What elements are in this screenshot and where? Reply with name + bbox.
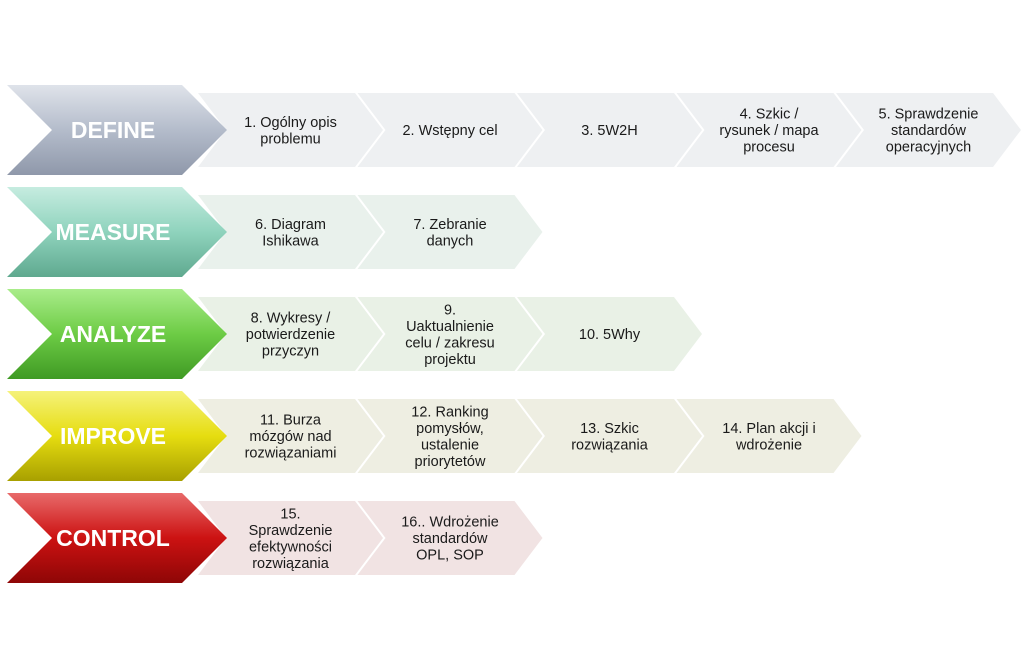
step-chevron-shape [198,501,383,575]
step-chevron-shape [198,195,383,269]
step-text-line: rozwiązaniami [245,446,337,462]
step-text-line: 12. Ranking [411,404,488,420]
step-chevron-shape [357,195,543,269]
step-text-line: 9. [444,302,456,318]
step-text-line: Ishikawa [262,233,319,249]
step-text-line: 5. Sprawdzenie [879,107,979,123]
step-chevron-shape [357,93,543,167]
step-text-line: 13. Szkic [580,421,639,437]
step-text-line: Uaktualnienie [406,319,494,335]
step-text-line: OPL, SOP [416,548,484,564]
step-text-line: 14. Plan akcji i [722,421,816,437]
phase-chevron-control: CONTROL [7,493,227,583]
step-text-line: potwierdzenie [246,327,335,343]
step-text-line: 10. 5Why [579,327,641,343]
step-chevron-shape [198,297,383,371]
step-text-line: projektu [424,352,476,368]
step-text-line: rysunek / mapa [719,123,819,139]
phase-label-control: CONTROL [56,525,170,551]
step-chevron-shape [198,93,383,167]
step-text-line: celu / zakresu [405,335,494,351]
phase-label-improve: IMPROVE [60,423,166,449]
step-chevron-shape [357,501,543,575]
step-chevron-shape [198,399,383,473]
step-3: 3. 5W2H [517,93,702,167]
phase-label-measure: MEASURE [55,219,170,245]
step-text-line: standardów [413,531,488,547]
step-text-line: procesu [743,140,795,156]
step-10: 10. 5Why [517,297,702,371]
step-chevron-shape [517,297,702,371]
step-text-line: ustalenie [421,437,479,453]
step-text-line: mózgów nad [249,429,331,445]
step-text-line: wdrożenie [735,437,802,453]
step-text-line: efektywności [249,539,332,555]
step-text-line: 15. [280,506,300,522]
step-text-line: problemu [260,131,320,147]
phase-chevron-improve: IMPROVE [7,391,227,481]
step-text-line: priorytetów [415,454,486,470]
phase-chevron-shape [7,493,227,583]
step-text-line: 8. Wykresy / [251,311,332,327]
step-text-line: danych [427,233,474,249]
step-text-line: 7. Zebranie [413,217,486,233]
phase-chevron-analyze: ANALYZE [7,289,227,379]
step-text-line: 3. 5W2H [581,123,637,139]
phase-chevron-shape [7,85,227,175]
phase-label-define: DEFINE [71,117,155,143]
step-text-line: rozwiązania [571,437,648,453]
step-chevron-shape [357,297,543,371]
step-text-line: pomysłów, [416,421,484,437]
phase-row-control: 15.Sprawdzenieefektywnościrozwiązania16.… [7,493,543,583]
step-2: 2. Wstępny cel [357,93,543,167]
step-text-line: standardów [891,123,966,139]
step-text-line: 11. Burza [260,413,322,429]
phase-label-analyze: ANALYZE [60,321,167,347]
phase-chevron-shape [7,391,227,481]
step-chevron-shape [676,399,862,473]
phase-chevron-shape [7,289,227,379]
phase-chevron-shape [7,187,227,277]
phase-chevron-measure: MEASURE [7,187,227,277]
step-text-line: 4. Szkic / [740,107,800,123]
step-chevron-shape [517,399,702,473]
step-chevron-shape [517,93,702,167]
step-chevron-shape [676,93,862,167]
step-chevron-shape [836,93,1021,167]
step-text-line: 6. Diagram [255,217,326,233]
phase-row-analyze: 8. Wykresy /potwierdzenieprzyczyn9.Uaktu… [7,289,702,379]
step-text-line: 1. Ogólny opis [244,115,337,131]
phase-chevron-define: DEFINE [7,85,227,175]
step-text-line: 2. Wstępny cel [402,123,497,139]
step-text-line: Sprawdzenie [249,523,333,539]
step-text-line: operacyjnych [886,140,971,156]
step-text-line: 16.. Wdrożenie [401,515,499,531]
step-chevron-shape [357,399,543,473]
step-text-line: rozwiązania [252,556,329,572]
step-text-line: przyczyn [262,344,319,360]
